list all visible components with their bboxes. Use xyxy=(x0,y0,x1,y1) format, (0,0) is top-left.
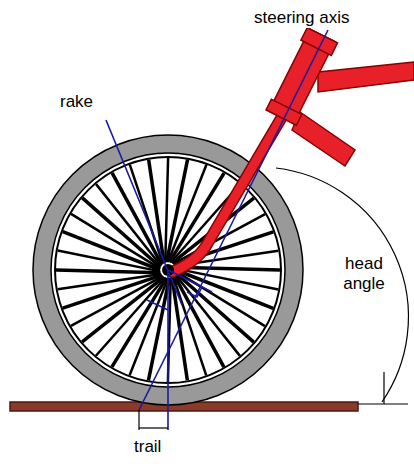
trail-dimension xyxy=(139,427,168,428)
fork xyxy=(172,110,286,272)
rake-label: rake xyxy=(58,92,95,112)
trail-label: trail xyxy=(132,437,163,457)
steering-axis-label: steering axis xyxy=(252,8,351,28)
down-tube xyxy=(292,112,355,166)
top-tube xyxy=(318,62,414,92)
contact-line xyxy=(167,270,169,430)
head-angle-arc xyxy=(276,168,408,402)
rake-line xyxy=(106,120,182,305)
head-angle-label: head angle xyxy=(336,254,392,293)
head-tube xyxy=(266,28,338,125)
